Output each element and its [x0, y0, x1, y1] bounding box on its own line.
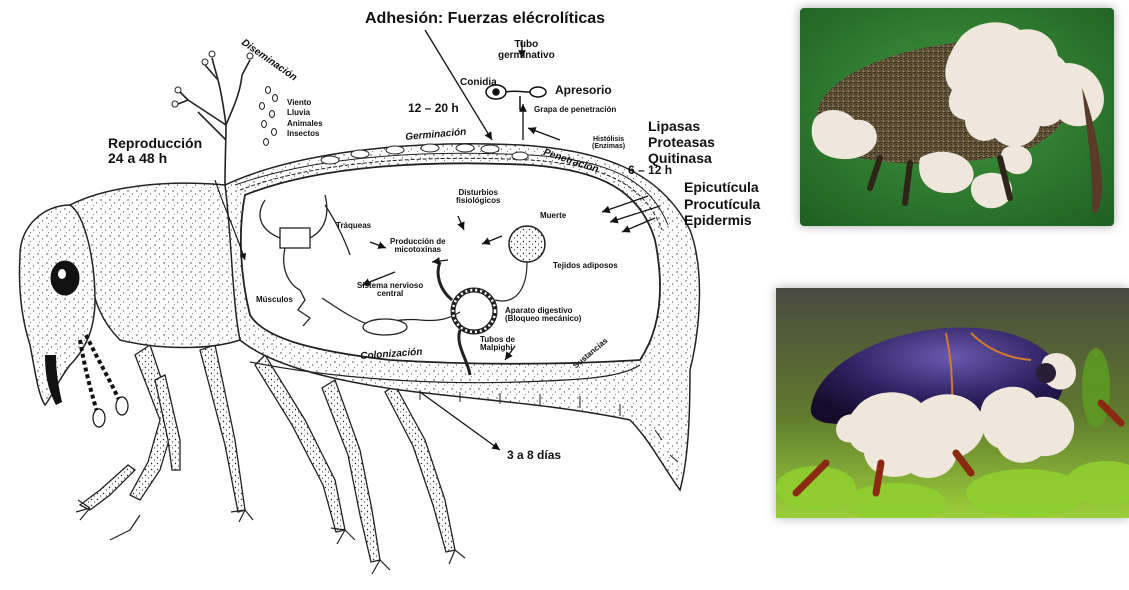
label-grapa: Grapa de penetración	[534, 106, 616, 114]
label-histolisis: Histólisis (Enzimas)	[592, 136, 625, 151]
photo-beetle-fungus	[776, 288, 1129, 518]
conidiophore	[178, 58, 250, 185]
spores	[172, 51, 278, 146]
beetle-fungus-image	[776, 288, 1129, 518]
label-time-germination: 12 – 20 h	[408, 102, 459, 115]
diagram-title: Adhesión: Fuerzas elécrolíticas	[365, 11, 605, 28]
label-time-colonization: 3 a 8 días	[507, 449, 561, 462]
label-conidia: Conidia	[460, 78, 497, 89]
insect-head	[19, 205, 95, 405]
weevil-fungus-image	[800, 8, 1114, 226]
label-micotoxinas: Producción de micotoxinas	[390, 238, 446, 255]
label-enzymes: Lipasas Proteasas Quitinasa	[648, 118, 715, 166]
label-reproduccion: Reproducción 24 a 48 h	[108, 136, 202, 165]
label-sistema-nervioso: Sistema nervioso central	[357, 282, 423, 299]
insect-antennae	[80, 335, 120, 415]
label-muerte: Muerte	[540, 212, 566, 220]
infection-cycle-diagram: Adhesión: Fuerzas elécrolíticas Tubo ger…	[0, 0, 780, 585]
label-tubo-germinativo: Tubo germinativo	[498, 40, 555, 61]
label-tubos-malpighi: Tubos de Malpighi	[480, 336, 515, 353]
tarsi	[76, 500, 465, 574]
label-tejidos: Tejidos adiposos	[553, 262, 618, 270]
photo-weevil-fungus	[800, 8, 1114, 226]
label-dispersal-agents: Viento Lluvia Animales Insectos	[287, 98, 323, 140]
label-time-penetration: 6 – 12 h	[628, 164, 672, 177]
label-aparato-digestivo: Aparato digestivo (Bloqueo mecánico)	[505, 307, 581, 324]
fat-tissue	[509, 226, 545, 262]
insect-thorax	[70, 183, 240, 347]
label-epidermis: Epidermis	[684, 213, 752, 228]
label-procuticula: Procutícula	[684, 197, 760, 212]
label-musculos: Músculos	[256, 296, 293, 304]
label-apresorio: Apresorio	[555, 84, 612, 97]
label-epicuticula: Epicutícula	[684, 180, 759, 195]
label-traqueas: Tráqueas	[336, 222, 371, 230]
insect-eye	[51, 261, 79, 295]
label-disturbios: Disturbios fisiológicos	[456, 189, 500, 206]
